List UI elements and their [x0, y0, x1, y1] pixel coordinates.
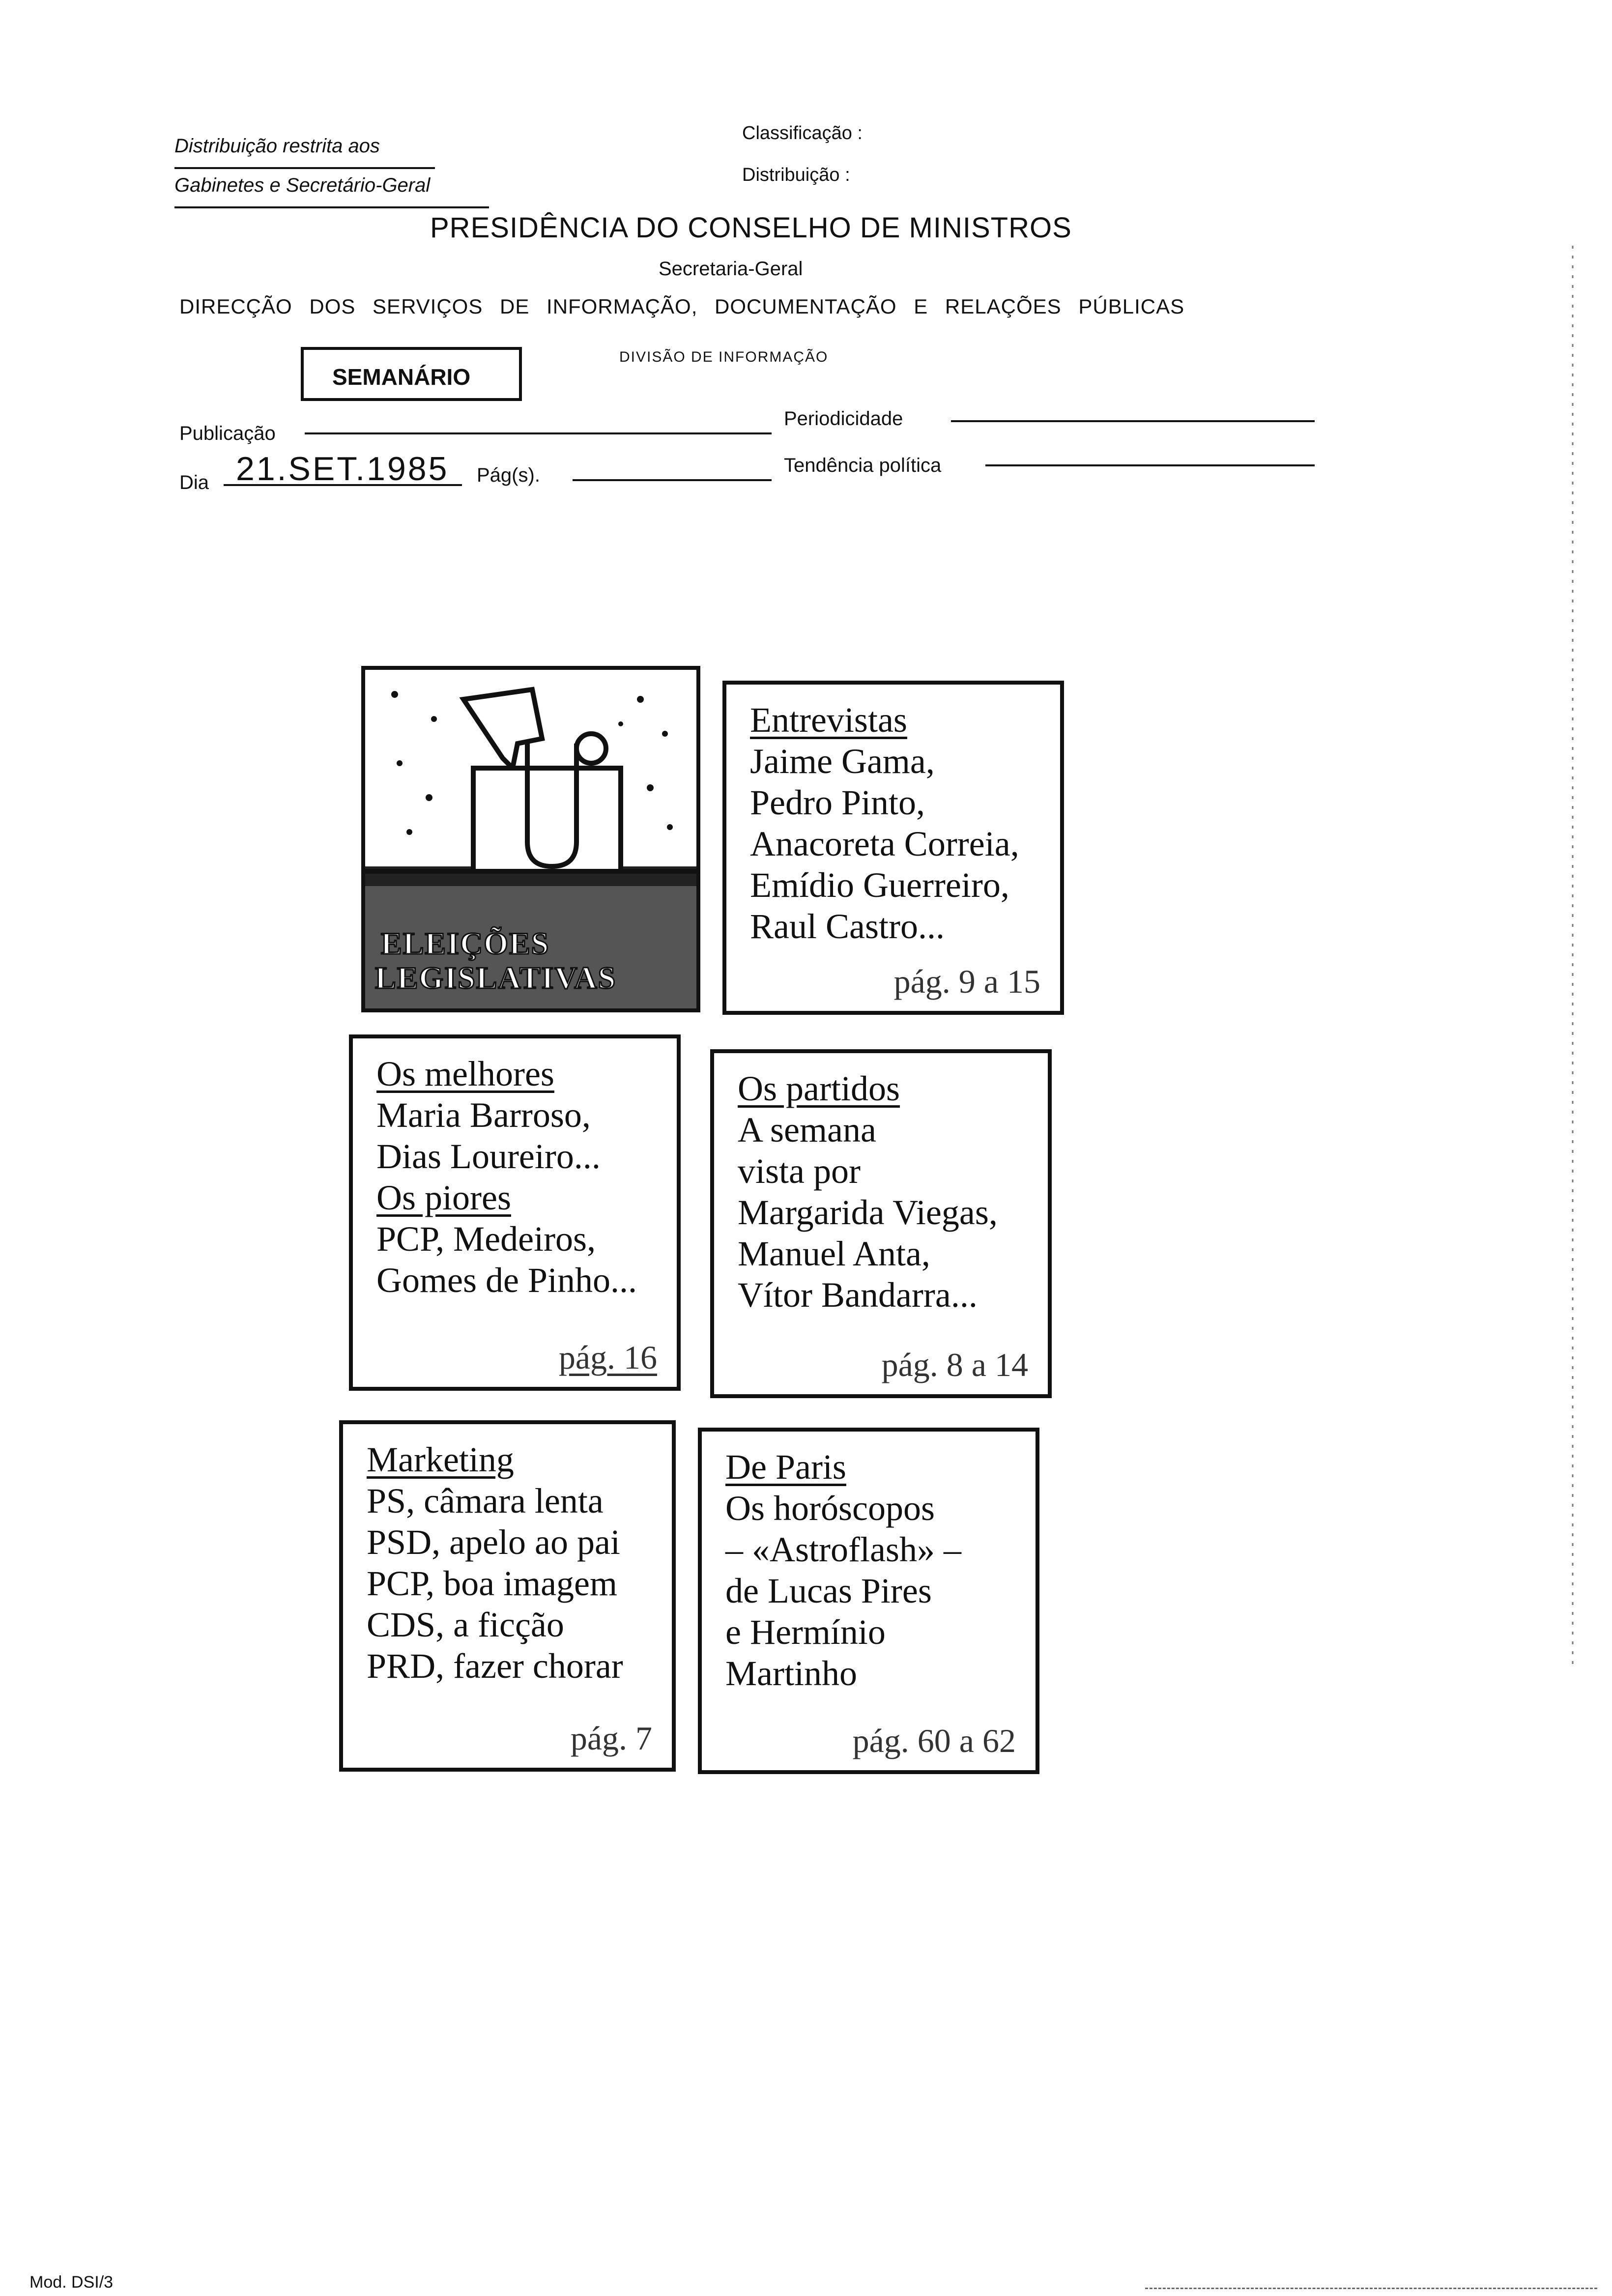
- box-line: Pedro Pinto,: [750, 783, 925, 822]
- box-line: CDS, a ficção: [367, 1605, 564, 1644]
- tendencia-label: Tendência política: [784, 455, 942, 476]
- clipping-box-marketing: Marketing PS, câmara lenta PSD, apelo ao…: [339, 1420, 676, 1772]
- page-reference: pág. 8 a 14: [881, 1346, 1028, 1383]
- pags-field: [573, 479, 772, 481]
- publicacao-label: Publicação: [179, 423, 276, 444]
- box-line: Manuel Anta,: [738, 1234, 930, 1273]
- box-line: de Lucas Pires: [725, 1571, 932, 1610]
- clipping-box-os-melhores: Os melhores Maria Barroso, Dias Loureiro…: [349, 1034, 681, 1391]
- date-stamp: 21.SET.1985: [236, 450, 449, 488]
- page-reference: pág. 9 a 15: [893, 963, 1040, 1000]
- box-line: – «Astroflash» –: [725, 1530, 961, 1569]
- box-line: Maria Barroso,: [376, 1095, 591, 1135]
- page-reference: pág. 16: [558, 1339, 657, 1376]
- box-line: PSD, apelo ao pai: [367, 1522, 620, 1562]
- division-name: DIVISÃO DE INFORMAÇÃO: [619, 349, 829, 365]
- pags-label: Pág(s).: [477, 464, 540, 486]
- organization-title: PRESIDÊNCIA DO CONSELHO DE MINISTROS: [430, 212, 1072, 244]
- box-line: e Hermínio: [725, 1612, 886, 1652]
- box-heading: Marketing: [367, 1440, 514, 1479]
- distribuicao-label: Distribuição :: [742, 165, 850, 185]
- dia-label: Dia: [179, 472, 209, 493]
- box-line: Dias Loureiro...: [376, 1137, 601, 1176]
- dia-field: [224, 484, 462, 486]
- box-line: PRD, fazer chorar: [367, 1646, 623, 1686]
- box-line: Vítor Bandarra...: [738, 1275, 978, 1315]
- box-line: Martinho: [725, 1654, 857, 1693]
- box-line: Raul Castro...: [750, 907, 945, 946]
- box-line: vista por: [738, 1151, 861, 1191]
- scan-edge-line: [1145, 2288, 1597, 2289]
- restriction-note-line1: Distribuição restrita aos: [174, 135, 380, 157]
- box-line: Jaime Gama,: [750, 742, 935, 781]
- elections-illustration-box: ELEIÇÕES LEGISLATIVAS: [361, 666, 700, 1012]
- box-heading: Os melhores: [376, 1054, 554, 1093]
- page-reference: pág. 7: [570, 1720, 652, 1757]
- clipping-box-os-partidos: Os partidos A semana vista por Margarida…: [710, 1049, 1052, 1398]
- box-line: PS, câmara lenta: [367, 1481, 604, 1521]
- secretariat-name: Secretaria-Geral: [659, 258, 803, 280]
- directorate-name: DIRECÇÃO DOS SERVIÇOS DE INFORMAÇÃO, DOC…: [179, 295, 1185, 318]
- box-line: Gomes de Pinho...: [376, 1261, 637, 1300]
- box-line: PCP, boa imagem: [367, 1564, 618, 1603]
- box-line: Anacoreta Correia,: [750, 824, 1019, 863]
- box-line: Emídio Guerreiro,: [750, 865, 1009, 905]
- form-code: Mod. DSI/3: [29, 2273, 114, 2292]
- box-heading: De Paris: [725, 1447, 846, 1487]
- box-line: PCP, Medeiros,: [376, 1219, 596, 1259]
- box-heading: Entrevistas: [750, 700, 907, 740]
- box-heading: Os partidos: [738, 1069, 900, 1108]
- publication-stamp: SEMANÁRIO: [301, 347, 522, 401]
- box-subheading: Os piores: [376, 1178, 511, 1217]
- periodicidade-field: [951, 420, 1315, 422]
- periodicidade-label: Periodicidade: [784, 408, 903, 430]
- clipping-box-de-paris: De Paris Os horóscopos – «Astroflash» – …: [698, 1428, 1039, 1774]
- publicacao-field: [305, 432, 772, 434]
- illustration-caption-line1: ELEIÇÕES: [380, 925, 550, 962]
- box-line: A semana: [738, 1110, 876, 1149]
- box-line: Os horóscopos: [725, 1489, 935, 1528]
- scan-margin-marks: [1572, 246, 1574, 1671]
- ballot-box-illustration: [365, 670, 696, 1008]
- clipping-box-entrevistas: Entrevistas Jaime Gama, Pedro Pinto, Ana…: [722, 681, 1064, 1015]
- restriction-underline-2: [174, 206, 489, 208]
- box-line: Margarida Viegas,: [738, 1193, 998, 1232]
- classificacao-label: Classificação :: [742, 123, 863, 144]
- page-reference: pág. 60 a 62: [852, 1722, 1016, 1759]
- restriction-underline-1: [174, 167, 435, 169]
- tendencia-field: [985, 464, 1315, 466]
- illustration-caption-line2: LEGISLATIVAS: [374, 960, 617, 996]
- restriction-note-line2: Gabinetes e Secretário-Geral: [174, 174, 431, 196]
